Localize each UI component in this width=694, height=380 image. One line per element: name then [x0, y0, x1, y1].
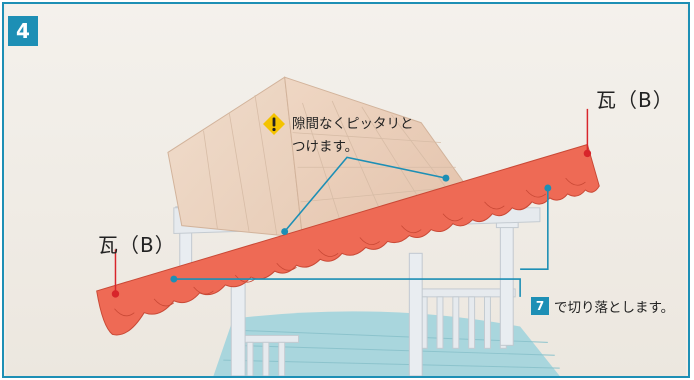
fit-note-line1: 隙間なくピッタリと	[292, 116, 414, 132]
cut-note-text: で切り落とします。	[554, 300, 675, 316]
fit-note-line1-row: 隙間なくピッタリと	[262, 112, 414, 136]
step-number-badge: 4	[8, 16, 38, 46]
gazebo-photo	[5, 4, 687, 376]
fit-note: 隙間なくピッタリと つけます。	[262, 112, 414, 158]
step-ref-badge: 7	[531, 297, 549, 315]
tile-label-left: 瓦（B）	[98, 233, 176, 257]
fit-note-line2: つけます。	[292, 139, 359, 155]
tile-label-right: 瓦（B）	[596, 88, 674, 112]
warning-icon	[263, 113, 285, 135]
cut-note: 7 で切り落とします。	[531, 296, 674, 316]
